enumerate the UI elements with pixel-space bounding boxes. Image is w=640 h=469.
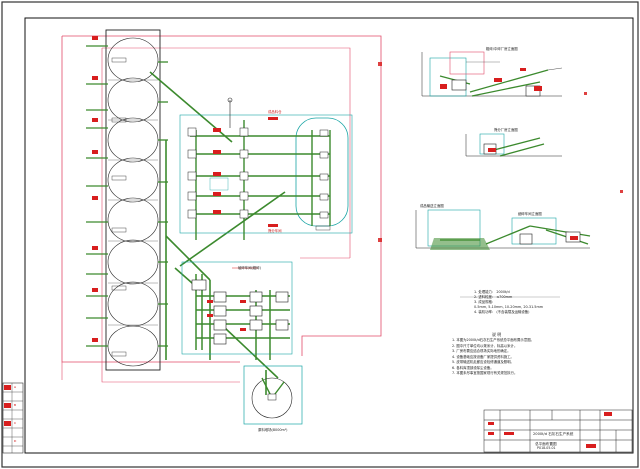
note-line-2: 2. 图中尺寸单位均以毫米计，标高以米计。 [452, 343, 518, 348]
legend-tag-a: A [14, 385, 17, 389]
param-line-5: 4. 装机功率： (不含装载及运输设备) [474, 310, 530, 314]
title-block-marks [488, 412, 612, 448]
param-line-3: 3. 成品规格： [474, 300, 496, 304]
screening-building [179, 97, 353, 240]
inner-frame [24, 17, 634, 454]
stockpile [243, 365, 303, 425]
note-line-5: 5. 皮带输送机走廊应设检修通道及照明。 [452, 360, 514, 364]
silo-tag: 成品料仓 [268, 110, 282, 114]
title-block [483, 409, 633, 453]
crushing-tag: 破碎车间(粗碎) [238, 266, 261, 270]
silo-column [86, 29, 168, 371]
main-conveyors [149, 71, 286, 395]
view1-label: 粗碎/中碎厂房立面图 [486, 47, 518, 51]
legend-tag-d: D [14, 439, 17, 443]
note-line-1: 1. 本图为2000t/d石灰石生产系统总平面布置示意图。 [452, 338, 534, 342]
project-title: 2000t/d 石灰石生产系统 [533, 432, 574, 436]
note-line-7: 7. 本图未尽事宜按国家现行有关规范执行。 [452, 371, 518, 375]
view2-label: 筛分厂房立面图 [494, 128, 518, 132]
drawing-number: PX18-05-01 [537, 446, 556, 450]
view3-sub-label: 细碎车间立面图 [518, 212, 542, 216]
parameters-list: 1. 处理能力： 2000t/d 2. 进料粒度： ≤700mm 3. 成品规格… [474, 290, 564, 315]
elevation-view-1 [421, 51, 563, 97]
crushing-building [181, 261, 293, 360]
param-line-1: 1. 处理能力： 2000t/d [474, 290, 510, 294]
drawing-name: 总平面布置图 [535, 442, 557, 446]
notes-heading: 说 明 [492, 332, 502, 337]
dim-marks [378, 62, 623, 242]
param-line-2: 2. 进料粒度： ≤700mm [474, 295, 513, 299]
notes-block: 说 明 1. 本图为2000t/d石灰石生产系统总平面布置示意图。 2. 图中尺… [452, 332, 562, 377]
stockpile-tag: 原料堆场(8000m³) [258, 428, 288, 432]
legend-tag-b: B [14, 403, 17, 407]
screening-tag: 筛分车间 [268, 229, 282, 233]
left-legend-strip [2, 382, 24, 454]
site-boundary [61, 35, 382, 383]
note-line-4: 4. 设备基础应按设备厂家提供资料施工。 [452, 354, 514, 359]
param-line-4: 0-5mm, 5-10mm, 10-20mm, 20-31.5mm [474, 305, 544, 309]
view3-label: 成品输送立面图 [420, 204, 444, 208]
elevation-view-2 [465, 133, 562, 157]
note-line-3: 3. 厂房布置应结合现场实际地形确定。 [452, 349, 511, 353]
note-line-6: 6. 各料库顶部设除尘设备。 [452, 365, 494, 370]
legend-tag-c: C [14, 421, 17, 425]
elevation-view-3 [415, 209, 591, 250]
